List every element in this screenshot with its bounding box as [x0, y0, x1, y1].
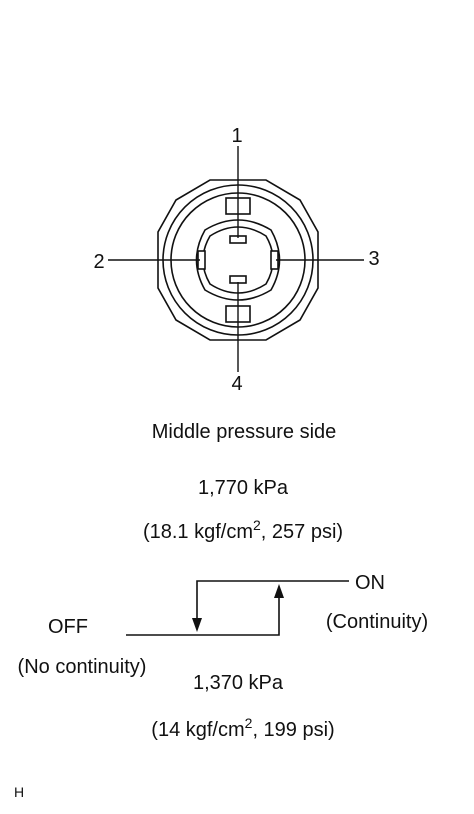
on-pressure-alt: (18.1 kgf/cm2, 257 psi) — [143, 517, 343, 543]
off-pressure-kpa: 1,370 kPa — [193, 672, 284, 694]
housing-outline — [157, 179, 319, 341]
terminal-label-1: 1 — [231, 125, 242, 147]
down-arrow-head — [192, 618, 202, 632]
up-arrow-head — [274, 584, 284, 598]
connector-inner — [202, 226, 274, 294]
off-label: OFF — [48, 616, 88, 638]
terminal-label-2: 2 — [93, 251, 104, 273]
switch-caption: Middle pressure side — [152, 421, 337, 443]
hysteresis-graph — [126, 580, 349, 636]
terminal-label-4: 4 — [231, 373, 242, 395]
on-pressure-alt-prefix: (18.1 kgf/cm — [143, 521, 253, 543]
off-level-line — [126, 598, 280, 636]
on-level-line — [196, 580, 349, 620]
terminal-pin-4 — [229, 275, 247, 284]
off-note: (No continuity) — [18, 656, 147, 678]
off-pressure-alt-suffix: , 199 psi) — [252, 719, 334, 741]
off-pressure-alt-exp: 2 — [245, 715, 253, 731]
connector-shell — [195, 219, 281, 301]
off-pressure-alt: (14 kgf/cm2, 199 psi) — [151, 715, 334, 741]
off-pressure-alt-prefix: (14 kgf/cm — [151, 719, 244, 741]
on-pressure-alt-exp: 2 — [253, 517, 261, 533]
on-note: (Continuity) — [326, 611, 428, 633]
on-pressure-kpa: 1,770 kPa — [198, 477, 289, 499]
figure-code: H — [14, 784, 24, 800]
leader-lines — [108, 146, 364, 372]
on-pressure-alt-suffix: , 257 psi) — [261, 521, 343, 543]
on-label: ON — [355, 572, 385, 594]
terminal-label-3: 3 — [368, 248, 379, 270]
